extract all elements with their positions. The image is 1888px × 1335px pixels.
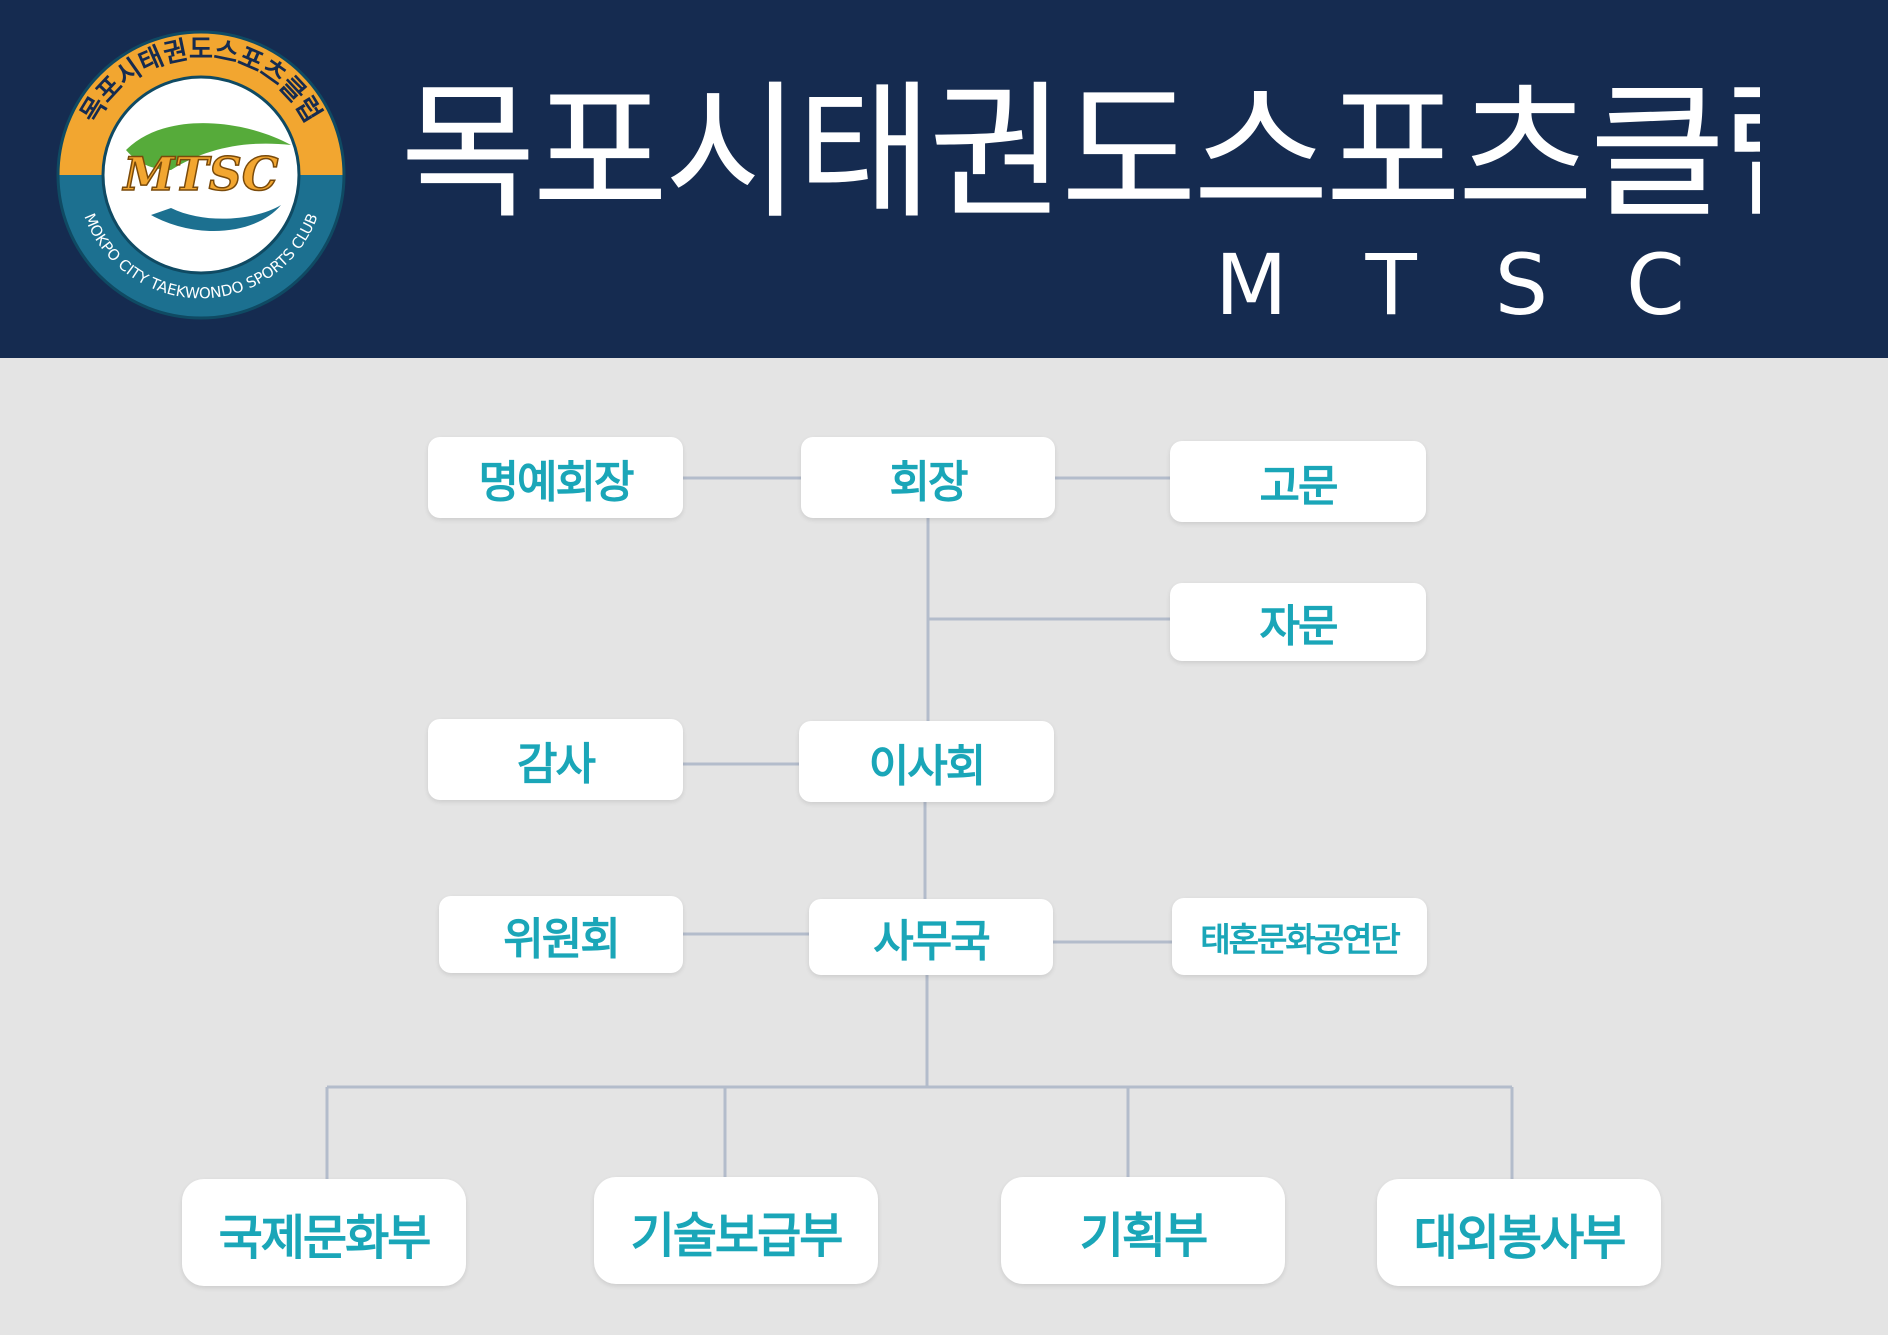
node-board: 이사회 [799,721,1054,802]
node-auditor: 감사 [428,719,683,800]
logo-leaf-icon [126,123,291,170]
page-subtitle: MTSC [1215,236,1763,334]
node-secretariat: 사무국 [809,899,1053,975]
club-logo: 목포시태권도스포츠클럽 MOKPO CITY TAEKWONDO SPORTS … [56,30,346,320]
node-dept-external-service: 대외봉사부 [1377,1179,1661,1286]
node-advisor: 고문 [1170,441,1426,522]
node-honorary-chairman: 명예회장 [428,437,683,518]
node-dept-international-culture: 국제문화부 [182,1179,466,1286]
node-committee: 위원회 [439,896,683,973]
node-performance-team: 태혼문화공연단 [1172,898,1427,975]
node-consultation: 자문 [1170,583,1426,661]
header-banner: 목포시태권도스포츠클럽 MOKPO CITY TAEKWONDO SPORTS … [0,0,1888,358]
node-dept-technical-promotion: 기술보급부 [594,1177,878,1284]
node-dept-planning: 기획부 [1001,1177,1285,1284]
page-title: 목포시태권도스포츠클럽 [400,68,1760,238]
logo-center-text: MTSC [122,147,279,201]
node-chairman: 회장 [801,437,1055,518]
